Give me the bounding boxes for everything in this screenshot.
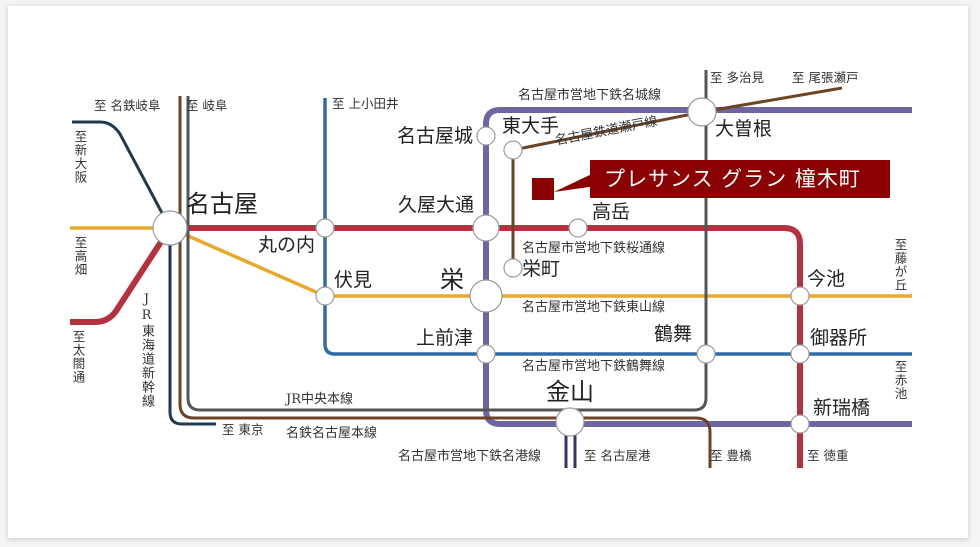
station-marker-nagoyajo[interactable]	[476, 126, 496, 146]
line-label-meiko: 名古屋市営地下鉄名港線	[398, 449, 542, 464]
higashiyama-line	[70, 226, 912, 298]
station-marker-sakae[interactable]	[469, 279, 503, 313]
direction-akaike: 至赤池	[892, 360, 908, 401]
station-label-gokiso: 御器所	[810, 327, 868, 349]
direction-fujigaoka: 至藤が丘	[892, 238, 908, 292]
station-label-aratamabashi: 新瑞橋	[813, 397, 871, 419]
station-label-takaoka: 高岳	[592, 201, 631, 223]
station-marker-imaike[interactable]	[790, 286, 810, 306]
station-marker-sakaemachi[interactable]	[503, 258, 523, 278]
seto-line	[511, 86, 843, 268]
tsurumai-line	[323, 98, 912, 356]
jr-chuo-line	[186, 70, 708, 412]
station-marker-takaoka[interactable]	[568, 218, 588, 238]
line-label-shinkansen: JR東海道新幹線	[139, 292, 154, 408]
station-marker-aratamabashi[interactable]	[790, 414, 810, 434]
station-label-tsurumai: 鶴舞	[654, 323, 693, 345]
station-label-fushimi: 伏見	[334, 269, 373, 291]
station-marker-kanayama[interactable]	[555, 407, 585, 437]
direction-nagoyako: 至 名古屋港	[584, 448, 651, 463]
meitetsu-line	[178, 96, 712, 468]
station-label-kamimaezu: 上前津	[416, 327, 474, 349]
property-pointer	[554, 172, 596, 192]
line-label-jr-chuo: JR中央本線	[286, 392, 353, 407]
direction-toyohashi: 至 豊橋	[710, 448, 752, 463]
station-marker-tsurumai[interactable]	[696, 344, 716, 364]
property-location-marker	[532, 178, 554, 200]
direction-taikodori: 至太閤通	[70, 330, 86, 384]
station-marker-marunouchi[interactable]	[315, 218, 335, 238]
line-label-meitetsu: 名鉄名古屋本線	[286, 426, 378, 441]
station-label-sakaemachi: 栄町	[522, 258, 561, 280]
station-marker-ozone[interactable]	[687, 97, 717, 127]
line-label-sakuradori: 名古屋市営地下鉄桜通線	[522, 241, 666, 256]
direction-kamiotai: 至 上小田井	[332, 96, 399, 111]
station-label-higashiote: 東大手	[502, 115, 560, 137]
station-label-hisaya-odori: 久屋大通	[398, 194, 475, 216]
direction-shin-osaka: 至新大阪	[72, 130, 88, 184]
station-label-nagoya: 名古屋	[186, 190, 258, 218]
property-name-banner: プレサンス グラン 橦木町	[590, 160, 890, 198]
line-label-tsurumai: 名古屋市営地下鉄鶴舞線	[522, 359, 666, 374]
station-marker-fushimi[interactable]	[315, 286, 335, 306]
station-label-ozone: 大曽根	[715, 118, 773, 140]
station-marker-higashiote[interactable]	[503, 140, 523, 160]
line-label-meijo: 名古屋市営地下鉄名城線	[518, 88, 662, 103]
direction-tokyo: 至 東京	[222, 422, 264, 437]
station-label-sakae: 栄	[440, 266, 464, 294]
line-label-higashiyama: 名古屋市営地下鉄東山線	[522, 300, 666, 315]
station-label-imaike: 今池	[807, 268, 846, 290]
station-marker-kamimaezu[interactable]	[476, 344, 496, 364]
meijo-line	[483, 107, 912, 427]
station-label-marunouchi: 丸の内	[258, 234, 316, 256]
direction-owari-seto: 至 尾張瀬戸	[792, 70, 859, 85]
station-marker-hisaya-odori[interactable]	[472, 214, 500, 242]
station-label-nagoyajo: 名古屋城	[397, 125, 474, 147]
direction-tajimi: 至 多治見	[710, 70, 764, 85]
direction-meitetsu-gifu: 至 名鉄岐阜	[94, 98, 161, 113]
station-marker-nagoya[interactable]	[152, 210, 188, 246]
direction-tokushige: 至 徳重	[807, 448, 849, 463]
direction-takabata: 至高畑	[72, 236, 88, 277]
direction-gifu: 至 岐阜	[186, 98, 228, 113]
station-label-kanayama: 金山	[546, 378, 594, 406]
station-marker-gokiso[interactable]	[790, 344, 810, 364]
